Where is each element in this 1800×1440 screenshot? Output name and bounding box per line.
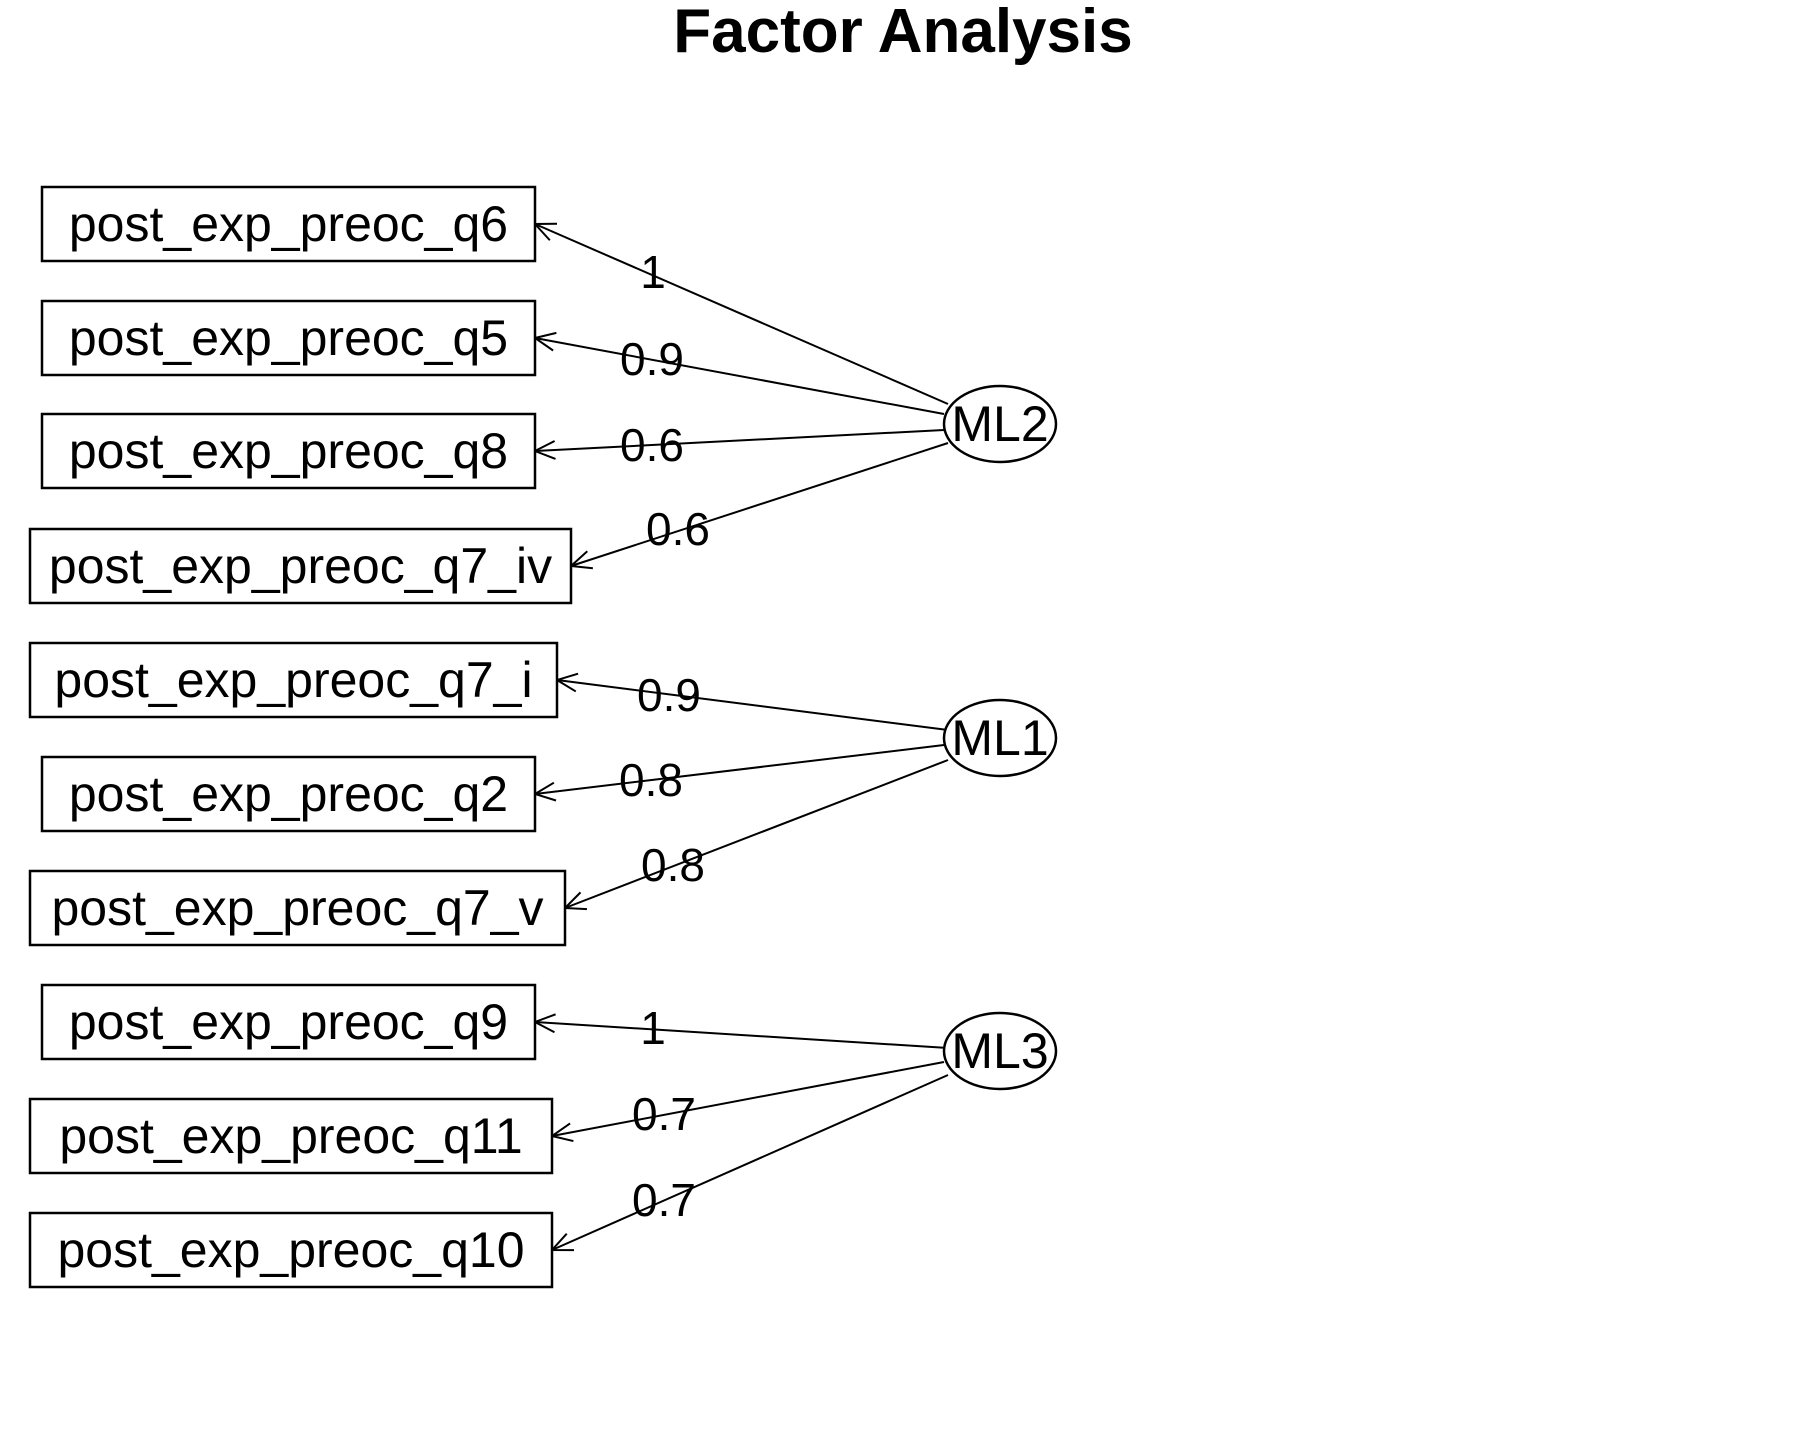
variable-box-frame <box>40 755 537 833</box>
factor-node: ML1 <box>942 698 1058 778</box>
loading-label: 0.9 <box>620 333 684 385</box>
loading-path-ML3 <box>551 1074 949 1251</box>
loading-path-ML1 <box>556 679 949 731</box>
variable-box: post_exp_preoc_q7_v <box>28 869 567 947</box>
loading-path-ML2 <box>534 337 945 415</box>
observed-variables: post_exp_preoc_q6 post_exp_preoc_q5 post_e… <box>28 185 573 1289</box>
loading-label: 0.6 <box>646 503 710 555</box>
loading-path-ML1 <box>564 759 949 909</box>
variable-box-frame <box>28 527 573 605</box>
loading-label: 0.9 <box>637 669 701 721</box>
loading-path-ML2 <box>570 442 949 567</box>
factor-ellipse <box>942 384 1058 464</box>
loading-label: 0.6 <box>620 419 684 471</box>
factor-label: ML2 <box>951 396 1048 452</box>
variable-label: post_exp_preoc_q7_i <box>54 652 532 708</box>
variable-label: post_exp_preoc_q7_iv <box>49 538 552 594</box>
factor-ellipse <box>942 698 1058 778</box>
variable-label: post_exp_preoc_q9 <box>69 994 508 1050</box>
loading-label: 0.7 <box>632 1088 696 1140</box>
variable-box: post_exp_preoc_q8 <box>40 412 537 490</box>
variable-label: post_exp_preoc_q11 <box>59 1108 522 1164</box>
loading-label: 0.7 <box>632 1174 696 1226</box>
factor-label: ML1 <box>951 710 1048 766</box>
variable-box-frame <box>40 412 537 490</box>
variable-box: post_exp_preoc_q7_i <box>28 641 559 719</box>
variable-box: post_exp_preoc_q9 <box>40 983 537 1061</box>
variable-box-frame <box>28 1097 554 1175</box>
loading-label: 1 <box>640 1002 666 1054</box>
loading-path-ML1 <box>534 744 945 795</box>
variable-box: post_exp_preoc_q11 <box>28 1097 554 1175</box>
variable-label: post_exp_preoc_q7_v <box>51 880 543 936</box>
loading-label: 0.8 <box>641 839 705 891</box>
factor-node: ML2 <box>942 384 1058 464</box>
variable-label: post_exp_preoc_q8 <box>69 423 508 479</box>
factor-node: ML3 <box>942 1011 1058 1091</box>
loading-paths: 1 0.9 0.6 0.6 0.9 0.8 0.8 1 0.7 0.7 <box>532 222 949 1252</box>
loading-label: 1 <box>640 246 666 298</box>
variable-box: post_exp_preoc_q10 <box>28 1211 554 1289</box>
loading-path-ML3 <box>534 1021 949 1049</box>
variable-box-frame <box>40 185 537 263</box>
factor-label: ML3 <box>951 1023 1048 1079</box>
loading-path-ML3 <box>551 1061 945 1137</box>
diagram-title: Factor Analysis <box>673 0 1132 66</box>
variable-label: post_exp_preoc_q6 <box>69 196 508 252</box>
variable-box-frame <box>28 869 567 947</box>
variable-box: post_exp_preoc_q5 <box>40 299 537 377</box>
factor-ellipse <box>942 1011 1058 1091</box>
variable-box: post_exp_preoc_q7_iv <box>28 527 573 605</box>
variable-label: post_exp_preoc_q10 <box>57 1222 524 1278</box>
loading-label: 0.8 <box>619 754 683 806</box>
variable-box: post_exp_preoc_q6 <box>40 185 537 263</box>
variable-box-frame <box>40 299 537 377</box>
variable-label: post_exp_preoc_q5 <box>69 310 508 366</box>
variable-box-frame <box>28 641 559 719</box>
variable-box-frame <box>28 1211 554 1289</box>
variable-label: post_exp_preoc_q2 <box>69 766 508 822</box>
loading-path-ML2 <box>534 429 945 452</box>
variable-box-frame <box>40 983 537 1061</box>
loading-path-ML2 <box>534 223 949 405</box>
variable-box: post_exp_preoc_q2 <box>40 755 537 833</box>
